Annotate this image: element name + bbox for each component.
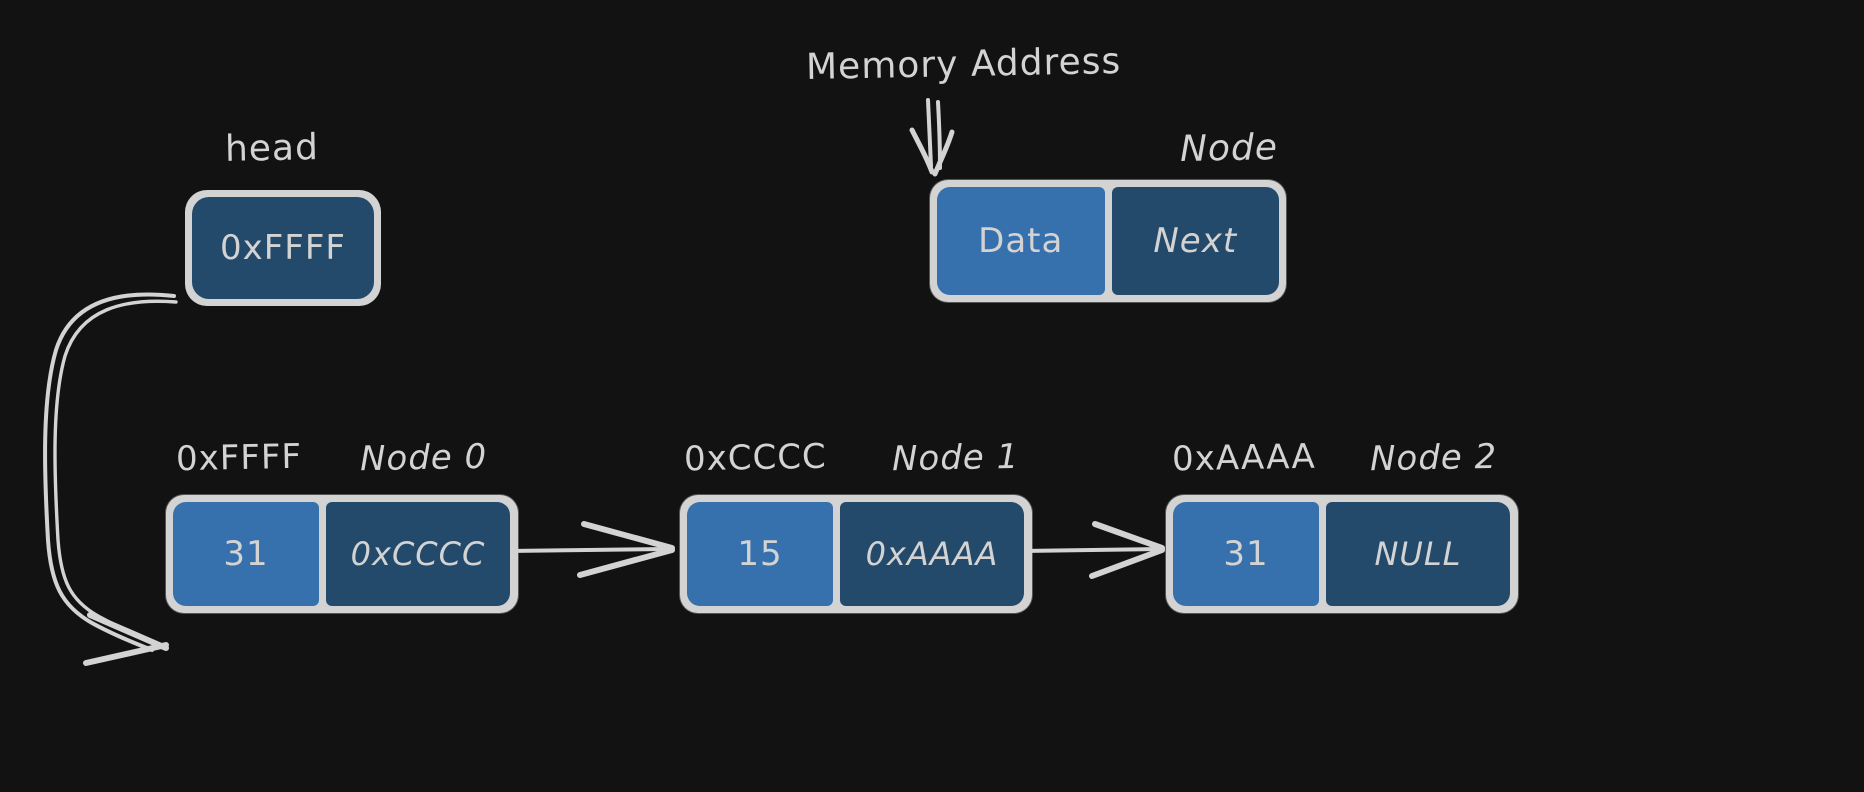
legend-node-label: Node [1179,127,1279,170]
head-label: head [224,127,320,170]
node-1[interactable]: 15 0xAAAA [680,495,1032,613]
memory-address-label: Memory Address [805,40,1122,89]
head-pointer-box[interactable]: 0xFFFF [185,190,381,306]
legend-next-cell[interactable]: Next [1111,187,1279,295]
right-arrow-icon [503,521,675,578]
node-2-address: 0xAAAA [1171,436,1317,480]
node-0-name: Node 0 [359,436,488,480]
node-0-data-cell[interactable]: 31 [173,502,319,606]
down-arrow-icon [909,98,955,177]
node-0-next-cell[interactable]: 0xCCCC [326,502,510,606]
head-pointer-value: 0xFFFF [192,197,374,299]
legend-node[interactable]: Data Next [930,180,1286,302]
node-2[interactable]: 31 NULL [1166,495,1518,613]
node-2-data-cell[interactable]: 31 [1173,502,1319,606]
legend-data-cell[interactable]: Data [937,187,1105,295]
node-0[interactable]: 31 0xCCCC [166,495,518,613]
node-0-address: 0xFFFF [175,436,303,480]
right-arrow-icon [1020,521,1165,579]
node-1-data-cell[interactable]: 15 [687,502,833,606]
node-1-address: 0xCCCC [683,436,828,480]
node-1-next-cell[interactable]: 0xAAAA [840,502,1024,606]
curved-arrow-icon [43,292,178,666]
node-1-name: Node 1 [891,436,1020,480]
node-2-next-cell[interactable]: NULL [1326,502,1510,606]
node-2-name: Node 2 [1369,436,1498,480]
